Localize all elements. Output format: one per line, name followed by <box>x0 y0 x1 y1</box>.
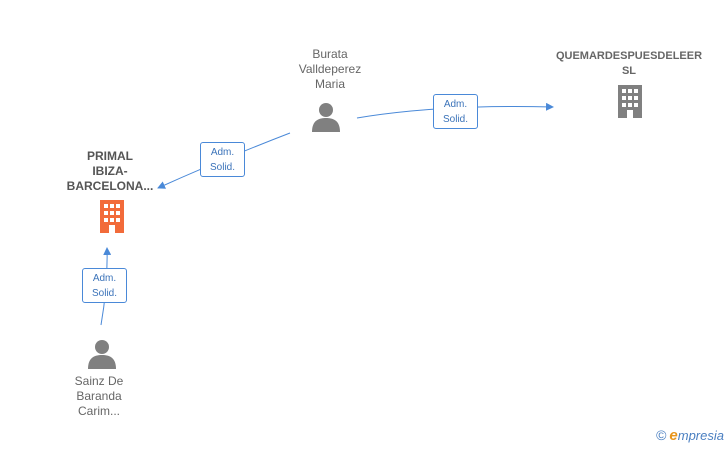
person-icon[interactable] <box>311 102 341 132</box>
copyright-symbol: © <box>656 427 667 443</box>
person-label-sainz[interactable]: Sainz De Baranda Carim... <box>74 374 124 418</box>
brand-logo: ©empresia <box>656 427 724 444</box>
edge-label-burata-primal: Adm. Solid. <box>200 142 245 177</box>
company-label-primal[interactable]: PRIMAL IBIZA- BARCELONA... <box>66 149 154 193</box>
edge-label-burata-quemar: Adm. Solid. <box>433 94 478 129</box>
building-icon[interactable] <box>614 84 646 118</box>
company-label-quemar[interactable]: QUEMARDESPUESDELEER SL <box>555 50 703 77</box>
brand-name: mpresia <box>677 428 724 443</box>
brand-initial: e <box>669 427 678 444</box>
person-label-burata[interactable]: Burata Valldeperez Maria <box>298 47 362 91</box>
building-icon[interactable] <box>96 199 128 233</box>
edge-label-sainz-primal: Adm. Solid. <box>82 268 127 303</box>
person-icon[interactable] <box>87 339 117 369</box>
